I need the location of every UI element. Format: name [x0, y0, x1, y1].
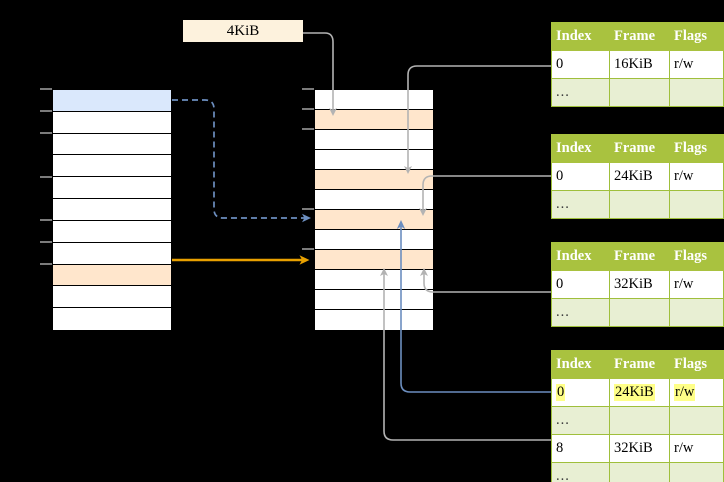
wire-table3-to-physical	[420, 268, 551, 293]
cell-frame	[609, 406, 670, 435]
table-header-row: Index Frame Flags	[551, 134, 724, 163]
table-row-ellipsis: ...	[551, 406, 724, 435]
memory-row	[315, 190, 433, 210]
cell-flags	[669, 406, 724, 435]
memory-row	[53, 133, 171, 156]
cell-frame-text: 24KiB	[614, 384, 655, 401]
column-header-flags: Flags	[669, 242, 724, 271]
table-row-ellipsis: ...	[551, 462, 724, 482]
cell-frame: 24KiB	[609, 378, 670, 407]
table-row: 8 32KiB r/w	[551, 434, 724, 463]
cell-index: 0	[551, 162, 610, 191]
memory-row	[315, 290, 433, 310]
table-row-ellipsis: ...	[551, 78, 724, 107]
cell-index-text: 0	[556, 384, 566, 401]
wire-table2-to-physical	[419, 175, 551, 216]
column-header-frame: Frame	[609, 22, 670, 51]
memory-row	[315, 250, 433, 270]
cell-frame	[609, 298, 670, 327]
cell-index: 0	[551, 50, 610, 79]
column-header-flags: Flags	[669, 134, 724, 163]
table-header-row: Index Frame Flags	[551, 22, 724, 51]
cell-frame	[609, 78, 670, 107]
cell-index: 0	[551, 378, 610, 407]
memory-row	[315, 150, 433, 170]
column-header-frame: Frame	[609, 134, 670, 163]
memory-row	[53, 264, 171, 287]
table-row-ellipsis: ...	[551, 190, 724, 219]
table-row: 0 32KiB r/w	[551, 270, 724, 299]
memory-row	[53, 242, 171, 265]
cell-flags	[669, 190, 724, 219]
memory-row	[315, 270, 433, 290]
cell-flags: r/w	[669, 162, 724, 191]
memory-row	[315, 130, 433, 150]
virtual-column-ticks	[40, 88, 52, 265]
cell-frame: 24KiB	[609, 162, 670, 191]
cell-flags-text: r/w	[674, 384, 696, 401]
memory-row	[53, 308, 171, 330]
column-header-index: Index	[551, 242, 610, 271]
cell-index: 8	[551, 434, 610, 463]
memory-row	[53, 286, 171, 309]
cell-index: ...	[551, 406, 610, 435]
memory-row	[315, 110, 433, 130]
cell-index: ...	[551, 462, 610, 482]
column-header-index: Index	[551, 134, 610, 163]
cell-index: ...	[551, 190, 610, 219]
cell-index: ...	[551, 78, 610, 107]
page-table-2: Index Frame Flags 0 24KiB r/w ...	[551, 134, 724, 219]
physical-memory-column	[314, 89, 434, 330]
column-header-flags: Flags	[669, 350, 724, 379]
memory-row	[315, 310, 433, 330]
page-table-1: Index Frame Flags 0 16KiB r/w ...	[551, 22, 724, 107]
cell-flags	[669, 78, 724, 107]
memory-row	[315, 210, 433, 230]
memory-row	[315, 230, 433, 250]
table-row: 0 16KiB r/w	[551, 50, 724, 79]
memory-row	[53, 177, 171, 200]
memory-row	[53, 155, 171, 178]
wire-virtual-to-physical-dashed	[172, 99, 311, 223]
table-row: 0 24KiB r/w	[551, 378, 724, 407]
cell-flags: r/w	[669, 378, 724, 407]
table-row: 0 24KiB r/w	[551, 162, 724, 191]
page-size-label: 4KiB	[183, 20, 303, 42]
cell-index: 0	[551, 270, 610, 299]
cell-flags: r/w	[669, 434, 724, 463]
column-header-frame: Frame	[609, 242, 670, 271]
column-header-index: Index	[551, 350, 610, 379]
cell-flags: r/w	[669, 50, 724, 79]
table-header-row: Index Frame Flags	[551, 350, 724, 379]
cell-index: ...	[551, 298, 610, 327]
cell-frame	[609, 190, 670, 219]
virtual-address-space-column	[52, 89, 172, 330]
cell-flags: r/w	[669, 270, 724, 299]
cell-flags	[669, 298, 724, 327]
cell-frame: 16KiB	[609, 50, 670, 79]
column-header-index: Index	[551, 22, 610, 51]
memory-row	[315, 90, 433, 110]
cell-flags	[669, 462, 724, 482]
column-header-frame: Frame	[609, 350, 670, 379]
memory-row	[53, 90, 171, 112]
column-header-flags: Flags	[669, 22, 724, 51]
physical-column-ticks	[302, 88, 314, 250]
memory-row	[53, 199, 171, 221]
cell-frame: 32KiB	[609, 270, 670, 299]
memory-row	[53, 220, 171, 243]
page-size-label-text: 4KiB	[226, 23, 260, 39]
table-header-row: Index Frame Flags	[551, 242, 724, 271]
cell-frame	[609, 462, 670, 482]
memory-row	[315, 170, 433, 190]
cell-frame: 32KiB	[609, 434, 670, 463]
page-table-3: Index Frame Flags 0 32KiB r/w ...	[551, 242, 724, 327]
table-row-ellipsis: ...	[551, 298, 724, 327]
page-table-4: Index Frame Flags 0 24KiB r/w ... 8 32Ki…	[551, 350, 724, 482]
memory-row	[53, 111, 171, 134]
